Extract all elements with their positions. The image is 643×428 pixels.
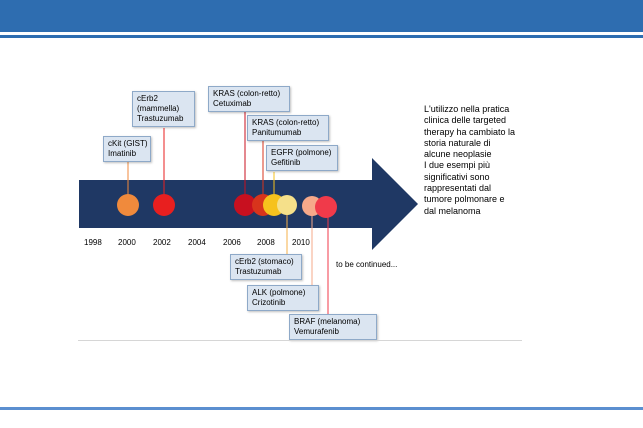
event-box-alk: ALK (polmone) Crizotinib <box>247 285 319 311</box>
description-line: dal melanoma <box>424 205 481 216</box>
header-divider <box>0 35 643 38</box>
event-drug: Imatinib <box>108 149 137 158</box>
event-dot-cerb2-stomaco <box>277 195 297 215</box>
event-drug: Gefitinib <box>271 158 301 167</box>
event-target: KRAS (colon-retto) <box>252 118 320 127</box>
footer-divider <box>0 407 643 410</box>
event-drug: Crizotinib <box>252 298 286 307</box>
year-label: 2004 <box>188 238 206 247</box>
event-box-kras-panitumumab: KRAS (colon-retto) Panitumumab <box>247 115 329 141</box>
event-target: BRAF (melanoma) <box>294 317 361 326</box>
event-drug: Trastuzumab <box>137 114 184 123</box>
event-box-cerb2-stomaco: cErb2 (stomaco) Trastuzumab <box>230 254 302 280</box>
event-target: cErb2 (stomaco) <box>235 257 294 266</box>
description-text: L'utilizzo nella pratica clinica delle t… <box>424 104 554 217</box>
event-dot-kras-cetuximab <box>234 194 256 216</box>
description-line: therapy ha cambiato la <box>424 126 516 137</box>
description-line: I due esempi più <box>424 160 491 171</box>
year-label: 2006 <box>223 238 241 247</box>
year-label: 2002 <box>153 238 171 247</box>
header-bar <box>0 0 643 32</box>
year-label: 2000 <box>118 238 136 247</box>
event-target: cErb2 <box>137 94 158 103</box>
event-dot-ckit <box>117 194 139 216</box>
description-line: rappresentati dal <box>424 183 492 194</box>
event-box-kras-cetuximab: KRAS (colon-retto) Cetuximab <box>208 86 290 112</box>
description-line: alcune neoplasie <box>424 149 492 160</box>
event-target: cKit (GIST) <box>108 139 148 148</box>
year-label: 2008 <box>257 238 275 247</box>
event-drug: Trastuzumab <box>235 267 282 276</box>
to-be-continued-label: to be continued... <box>336 260 398 269</box>
event-box-cerb2-mammella: cErb2 (mammella) Trastuzumab <box>132 91 195 127</box>
year-label: 1998 <box>84 238 102 247</box>
description-line: L'utilizzo nella pratica <box>424 104 510 114</box>
event-box-braf: BRAF (melanoma) Vemurafenib <box>289 314 377 340</box>
description-line: storia naturale di <box>424 137 491 148</box>
event-target: KRAS (colon-retto) <box>213 89 281 98</box>
event-box-ckit: cKit (GIST) Imatinib <box>103 136 151 162</box>
description-line: clinica delle targeted <box>424 115 507 126</box>
event-target: ALK (polmone) <box>252 288 306 297</box>
description-line: tumore polmonare e <box>424 194 505 205</box>
description-line: significativi sono <box>424 171 490 182</box>
event-box-egfr: EGFR (polmone) Gefitinib <box>266 145 338 171</box>
event-target: EGFR (polmone) <box>271 148 332 157</box>
event-dot-braf <box>315 196 337 218</box>
event-dot-cerb2-mammella <box>153 194 175 216</box>
year-label: 2010 <box>292 238 310 247</box>
event-drug: Cetuximab <box>213 99 252 108</box>
content-divider <box>78 340 522 341</box>
event-drug: Vemurafenib <box>294 327 339 336</box>
event-drug: Panitumumab <box>252 128 302 137</box>
event-target-detail: (mammella) <box>137 104 180 113</box>
